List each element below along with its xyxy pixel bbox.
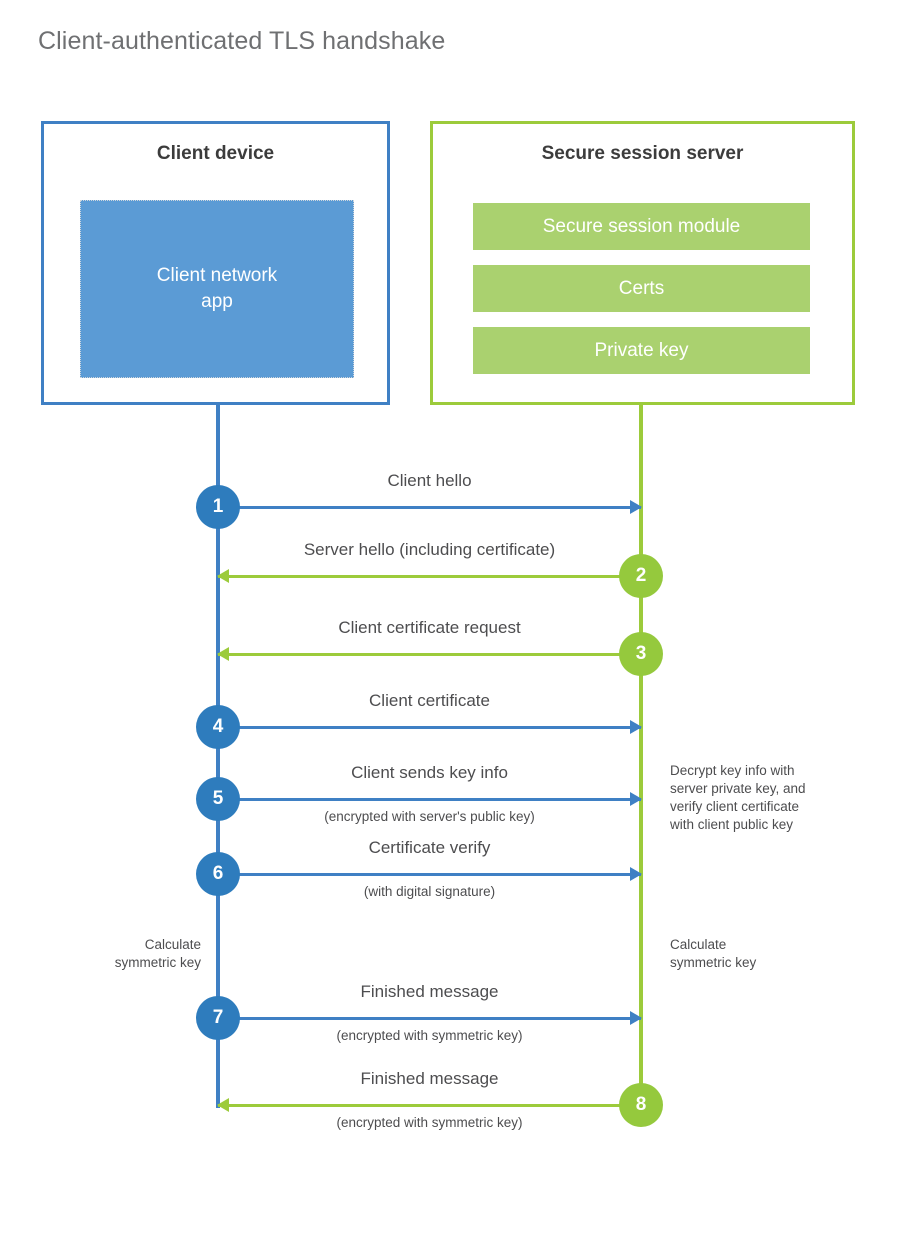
message-label: Client sends key info bbox=[351, 763, 508, 782]
server-component-label: Secure session module bbox=[542, 215, 741, 237]
client-network-app-component: Client network app bbox=[80, 200, 354, 378]
message-label: Finished message bbox=[360, 982, 499, 1001]
message-label: Finished message bbox=[360, 1069, 499, 1088]
step-badge-4[interactable]: 4 bbox=[196, 705, 240, 749]
server-component-label: Certs bbox=[618, 277, 665, 299]
arrow-shaft-icon bbox=[218, 575, 641, 578]
step-badge-7[interactable]: 7 bbox=[196, 996, 240, 1040]
arrow-shaft-icon bbox=[218, 506, 641, 509]
client-network-app-label: Client network app bbox=[156, 265, 278, 312]
message-sublabel: (with digital signature) bbox=[363, 884, 496, 899]
message-label: Client certificate request bbox=[338, 618, 521, 637]
step-badge-2[interactable]: 2 bbox=[619, 554, 663, 598]
message-label: Client certificate bbox=[369, 691, 490, 710]
page-title: Client-authenticated TLS handshake bbox=[38, 27, 446, 55]
client-device-title: Client device bbox=[156, 143, 275, 164]
server-calculate-note: Calculate symmetric key bbox=[670, 937, 757, 970]
message-label: Client hello bbox=[387, 471, 472, 490]
message-sublabel: (encrypted with symmetric key) bbox=[336, 1115, 523, 1130]
arrow-head-right-icon bbox=[630, 1011, 642, 1025]
arrow-shaft-icon bbox=[218, 873, 641, 876]
arrow-shaft-icon bbox=[218, 1104, 641, 1107]
step-badge-8[interactable]: 8 bbox=[619, 1083, 663, 1127]
arrow-head-right-icon bbox=[630, 792, 642, 806]
secure-session-server-box: Secure session server Secure session mod… bbox=[430, 121, 855, 405]
message-sublabel: (encrypted with server's public key) bbox=[324, 809, 535, 824]
server-component-label: Private key bbox=[594, 339, 689, 361]
arrow-head-left-icon bbox=[217, 569, 229, 583]
secure-session-server-title: Secure session server bbox=[541, 143, 744, 164]
server-component-certs: Certs bbox=[473, 265, 810, 312]
step-badge-3[interactable]: 3 bbox=[619, 632, 663, 676]
arrow-head-right-icon bbox=[630, 500, 642, 514]
server-decrypt-note: Decrypt key info with server private key… bbox=[670, 763, 806, 832]
arrow-head-left-icon bbox=[217, 647, 229, 661]
arrow-head-left-icon bbox=[217, 1098, 229, 1112]
arrow-shaft-icon bbox=[218, 653, 641, 656]
client-lifeline bbox=[216, 405, 220, 1108]
server-lifeline bbox=[639, 405, 643, 1108]
step-badge-6[interactable]: 6 bbox=[196, 852, 240, 896]
server-component-private-key: Private key bbox=[473, 327, 810, 374]
message-label: Server hello (including certificate) bbox=[303, 540, 556, 559]
message-sublabel: (encrypted with symmetric key) bbox=[336, 1028, 523, 1043]
message-label: Certificate verify bbox=[368, 838, 491, 857]
arrow-head-right-icon bbox=[630, 720, 642, 734]
arrow-head-right-icon bbox=[630, 867, 642, 881]
server-component-secure-session-module: Secure session module bbox=[473, 203, 810, 250]
step-badge-1[interactable]: 1 bbox=[196, 485, 240, 529]
step-badge-5[interactable]: 5 bbox=[196, 777, 240, 821]
arrow-shaft-icon bbox=[218, 798, 641, 801]
client-device-box: Client device Client network app bbox=[41, 121, 390, 405]
arrow-shaft-icon bbox=[218, 1017, 641, 1020]
client-calculate-note: Calculate symmetric key bbox=[114, 937, 201, 970]
arrow-shaft-icon bbox=[218, 726, 641, 729]
